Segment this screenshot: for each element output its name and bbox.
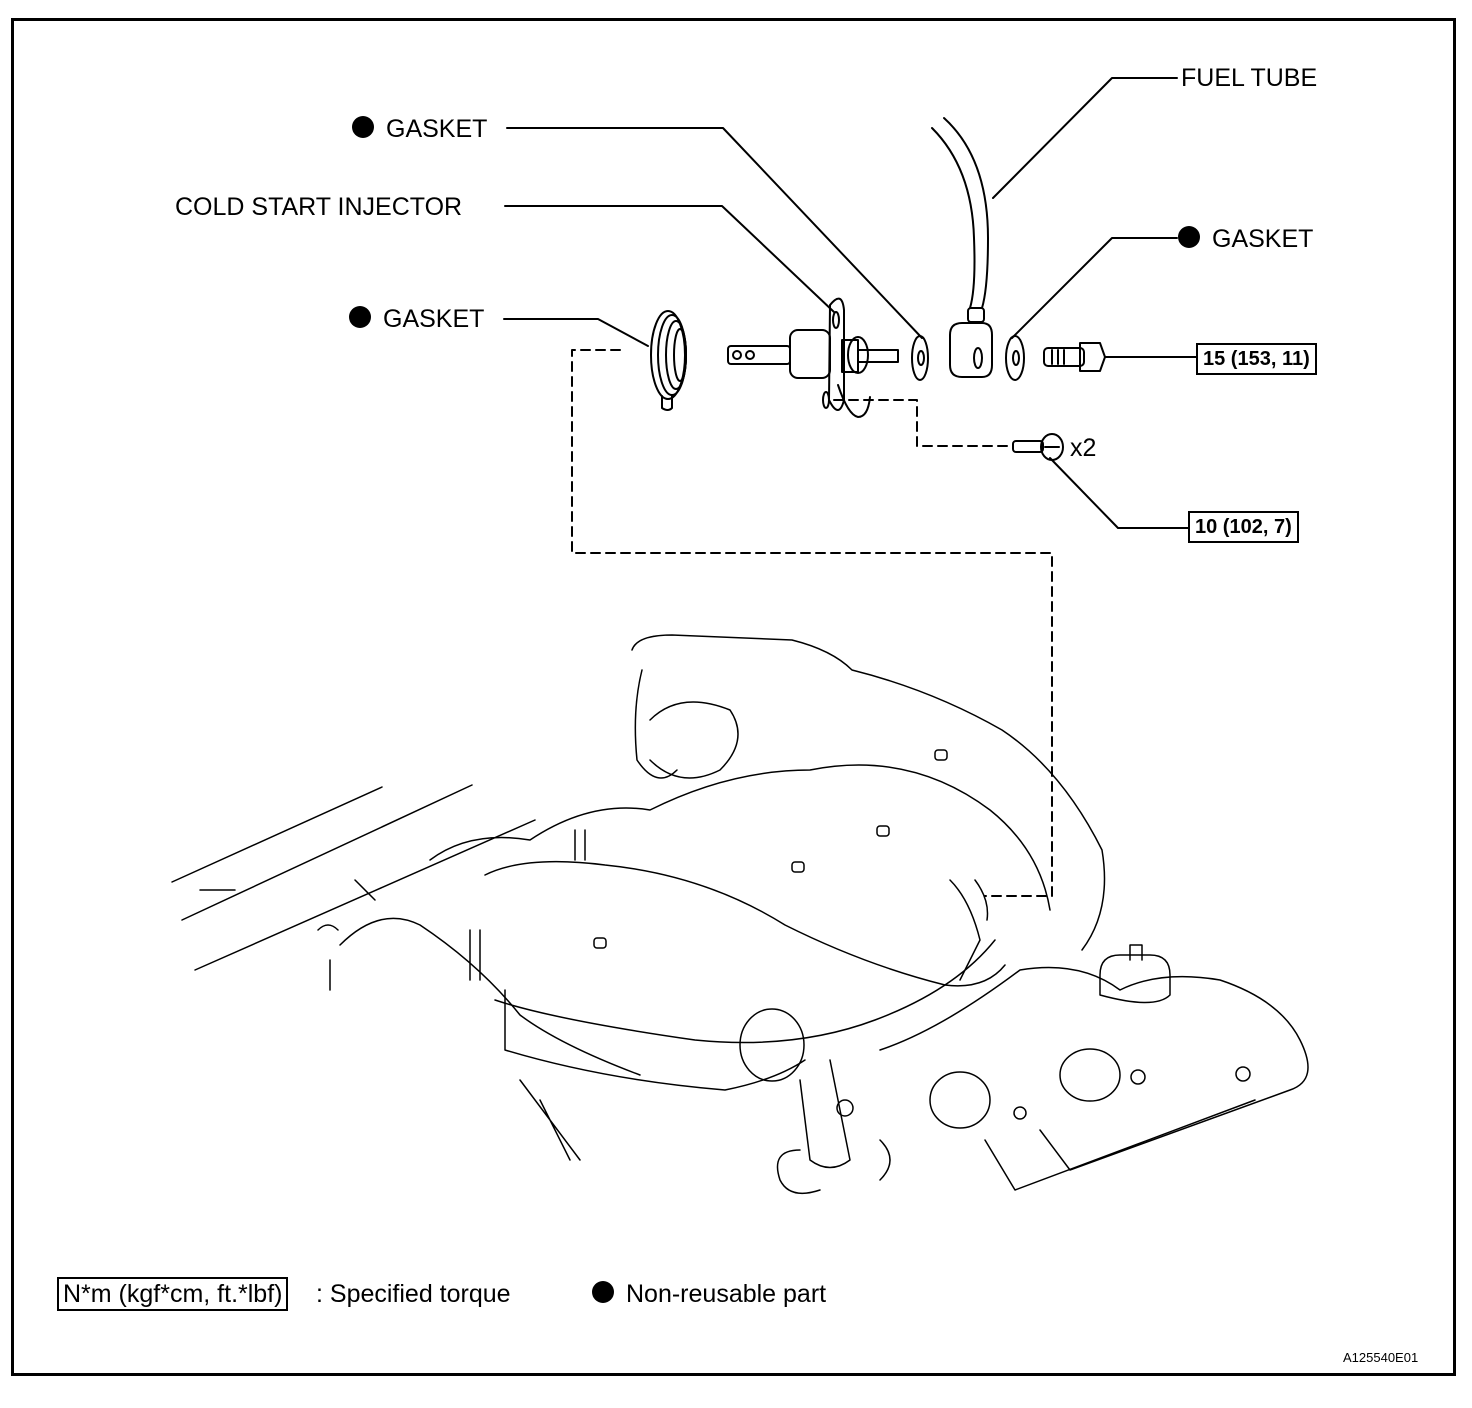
label-bolt-quantity: x2	[1070, 434, 1097, 462]
torque-spec-injector-bolts: 10 (102, 7)	[1188, 511, 1299, 543]
leader-injector-bolts	[1049, 457, 1189, 529]
legend-torque-unit: N*m (kgf*cm, ft.*lbf)	[57, 1277, 289, 1311]
fuel-tube-part	[931, 117, 993, 378]
non-reusable-marker-icon	[592, 1281, 614, 1304]
non-reusable-marker-icon	[349, 306, 371, 329]
diagram-frame	[11, 18, 1456, 1376]
injector-bolt-part	[1012, 433, 1064, 461]
leader-gasket-left	[503, 318, 649, 347]
legend-torque-description: : Specified torque	[316, 1280, 511, 1308]
leader-gasket-top	[506, 127, 923, 339]
non-reusable-marker-icon	[1178, 226, 1200, 249]
alignment-lines	[571, 349, 1053, 897]
label-gasket-top: GASKET	[352, 115, 487, 143]
leader-lines	[503, 77, 1197, 529]
label-gasket-left: GASKET	[349, 305, 484, 333]
label-fuel-tube: FUEL TUBE	[1181, 64, 1318, 92]
leader-fuel-tube	[992, 77, 1178, 199]
legend-non-reusable: Non-reusable part	[592, 1279, 826, 1309]
dashed-gasket-to-engine	[571, 349, 1053, 897]
leader-cold-start-injector	[504, 205, 835, 313]
engine-intake-manifold	[171, 634, 1309, 1195]
non-reusable-marker-icon	[352, 116, 374, 139]
torque-spec-union-bolt: 15 (153, 11)	[1196, 343, 1317, 375]
label-cold-start-injector: COLD START INJECTOR	[175, 193, 463, 221]
union-bolt-part	[1043, 342, 1106, 372]
leader-gasket-right	[1011, 237, 1178, 339]
gasket-left-part	[650, 310, 687, 411]
cold-start-injector-part	[727, 297, 899, 418]
dashed-bolt-to-flange	[833, 399, 1013, 447]
illustration-code: A125540E01	[1343, 1350, 1419, 1365]
gasket-top-part	[911, 335, 929, 381]
label-gasket-right: GASKET	[1178, 225, 1313, 253]
gasket-right-part	[1005, 335, 1025, 381]
